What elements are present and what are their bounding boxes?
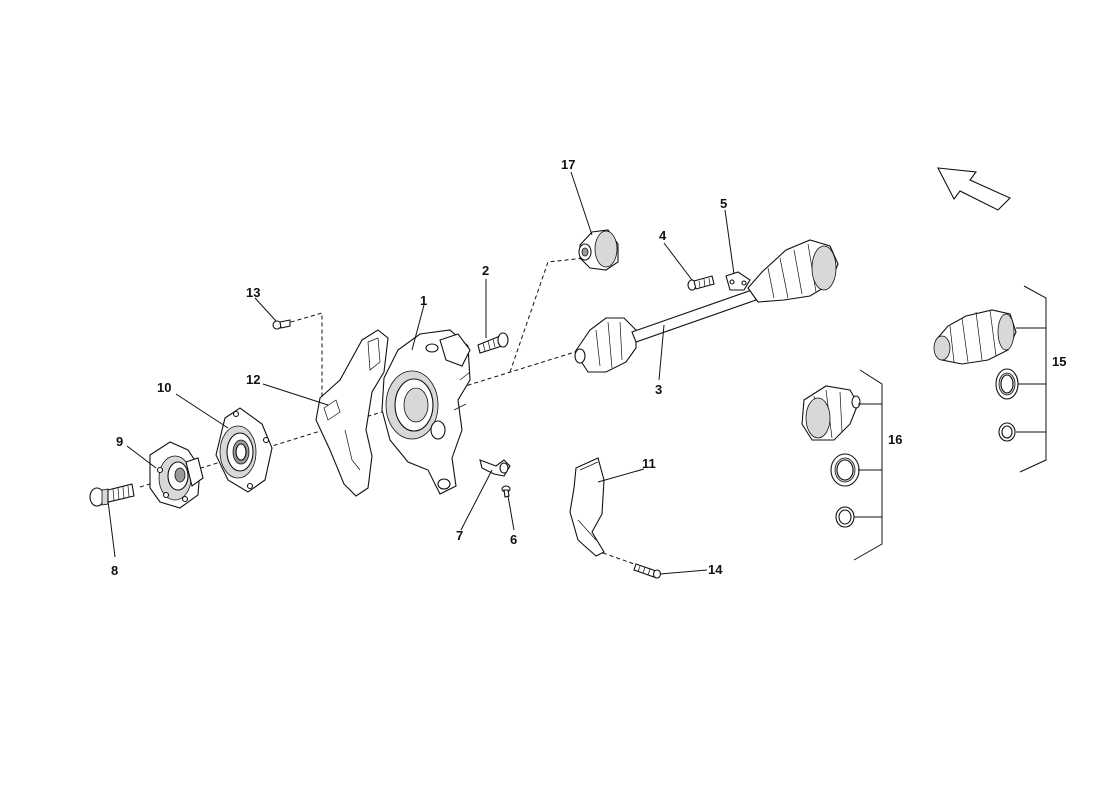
callout-11: 11 bbox=[642, 456, 656, 471]
steering-knuckle-part bbox=[381, 329, 471, 495]
screw-part-13 bbox=[272, 319, 291, 330]
callout-3: 3 bbox=[655, 382, 662, 397]
callout-2: 2 bbox=[482, 263, 489, 278]
boot-kit-16-part bbox=[801, 385, 861, 528]
callout-15: 15 bbox=[1052, 354, 1066, 369]
callout-13: 13 bbox=[246, 285, 260, 300]
callout-1: 1 bbox=[420, 293, 427, 308]
screw-part-14 bbox=[633, 563, 662, 579]
bracket-part-7 bbox=[479, 459, 511, 477]
screw-part-6 bbox=[501, 485, 511, 498]
callout-7: 7 bbox=[456, 528, 463, 543]
shaft-bolt-part bbox=[687, 275, 715, 291]
leader-lines bbox=[107, 171, 735, 575]
callout-16: 16 bbox=[888, 432, 902, 447]
wheel-hub-part bbox=[149, 441, 204, 509]
callout-10: 10 bbox=[157, 380, 171, 395]
group-bracket-15 bbox=[1016, 285, 1047, 473]
callout-labels: 1 2 3 4 5 6 7 8 9 10 11 12 13 14 15 16 1… bbox=[111, 157, 1066, 578]
boot-kit-15-part bbox=[933, 309, 1019, 442]
callout-12: 12 bbox=[246, 372, 260, 387]
callout-9: 9 bbox=[116, 434, 123, 449]
boot-cap-part bbox=[578, 229, 619, 271]
knuckle-bolt-part bbox=[477, 332, 509, 354]
group-bracket-16 bbox=[853, 369, 883, 561]
arrow-up-left-icon bbox=[937, 167, 1011, 211]
clamp-plate-part bbox=[725, 271, 751, 291]
callout-4: 4 bbox=[659, 228, 667, 243]
drive-shaft-part bbox=[574, 239, 839, 373]
heat-shield-part bbox=[569, 457, 605, 557]
wheel-bearing-part bbox=[215, 407, 273, 493]
wheel-bolt-part bbox=[89, 483, 135, 507]
callout-14: 14 bbox=[708, 562, 723, 577]
callout-17: 17 bbox=[561, 157, 575, 172]
callout-6: 6 bbox=[510, 532, 517, 547]
backing-plate-part bbox=[315, 329, 389, 497]
callout-8: 8 bbox=[111, 563, 118, 578]
callout-5: 5 bbox=[720, 196, 727, 211]
